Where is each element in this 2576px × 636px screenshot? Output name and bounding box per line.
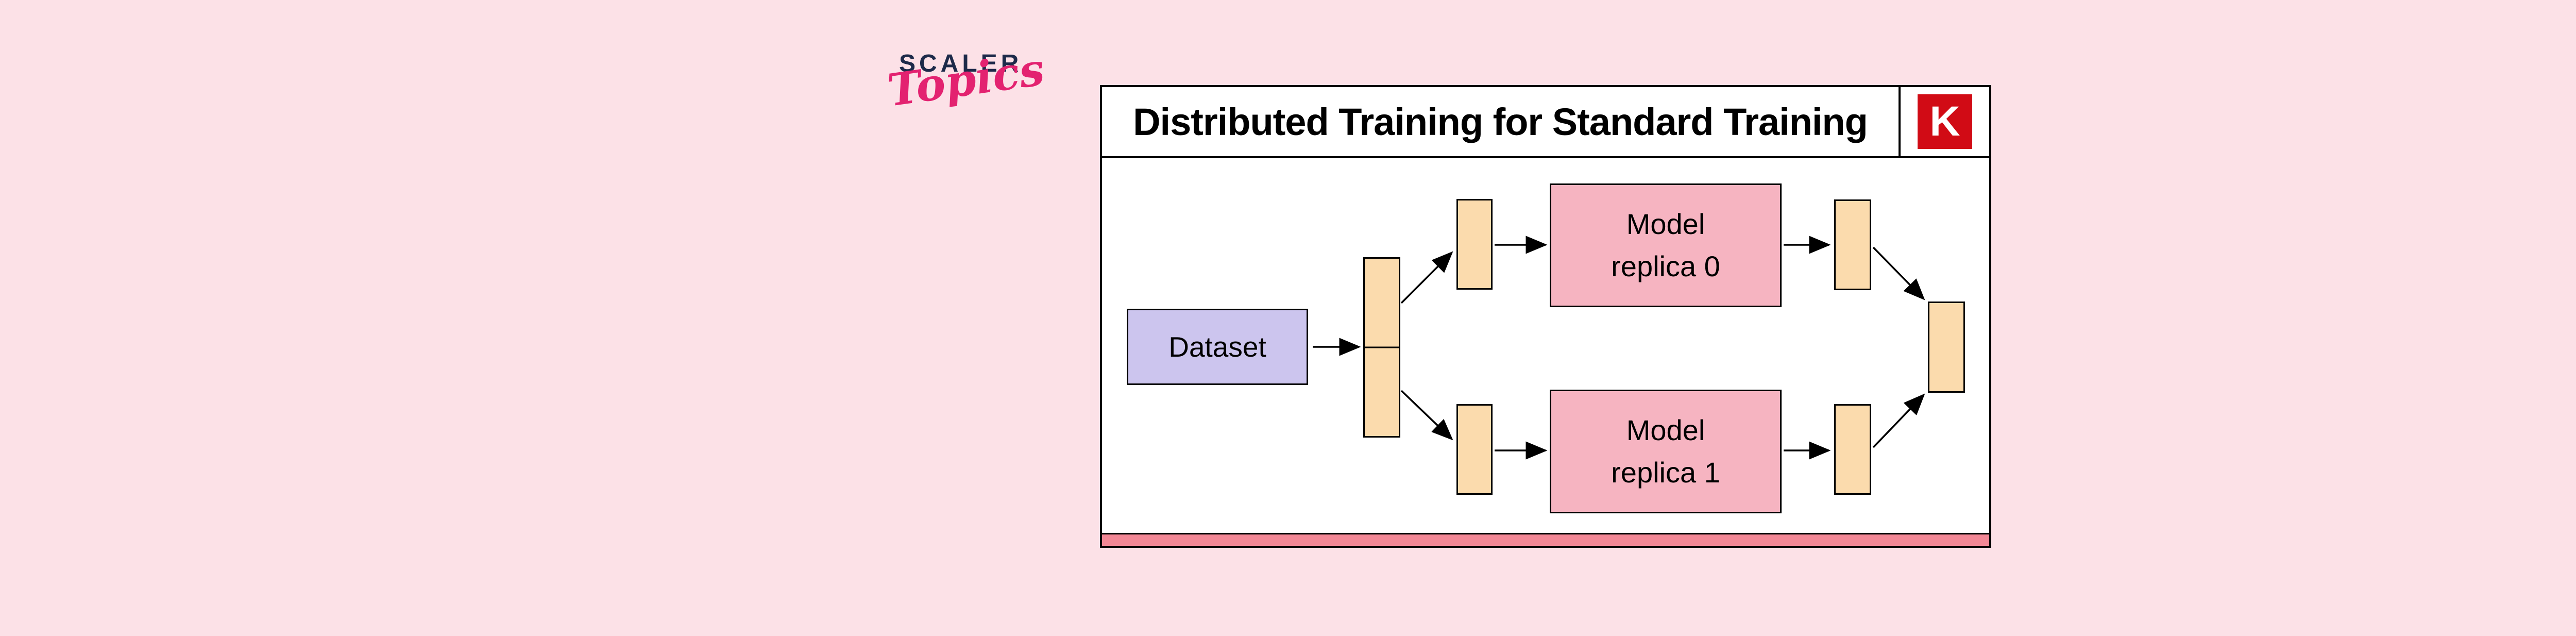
panel-title: Distributed Training for Standard Traini…: [1133, 100, 1868, 143]
model-replica-1-line2: replica 1: [1611, 456, 1720, 489]
output-slice-bar-top: [1834, 199, 1871, 290]
output-slice-bar-bottom: [1834, 404, 1871, 495]
model-replica-1-box: Model replica 1: [1550, 390, 1782, 513]
panel-header: Distributed Training for Standard Traini…: [1102, 87, 1989, 158]
panel-badge-cell: K: [1899, 87, 1989, 156]
scaler-topics-logo: SCALER Topics: [876, 41, 1051, 139]
splitter-divider: [1364, 346, 1399, 348]
model-replica-1-line1: Model: [1626, 414, 1705, 446]
model-replica-0-box: Model replica 0: [1550, 183, 1782, 307]
batch-splitter-bar: [1363, 257, 1400, 438]
dataset-label: Dataset: [1168, 331, 1266, 363]
model-replica-0-line2: replica 0: [1611, 250, 1720, 282]
input-slice-bar-top: [1456, 199, 1493, 290]
panel-title-cell: Distributed Training for Standard Traini…: [1102, 87, 1899, 156]
scaler-wordmark: SCALER: [899, 50, 1023, 77]
keras-logo-icon: K: [1918, 94, 1972, 149]
merged-output-bar: [1928, 302, 1965, 393]
input-slice-bar-bottom: [1456, 404, 1493, 495]
footer-stripe: [1102, 533, 1989, 546]
model-replica-0-line1: Model: [1626, 208, 1705, 240]
dataset-box: Dataset: [1127, 309, 1308, 385]
